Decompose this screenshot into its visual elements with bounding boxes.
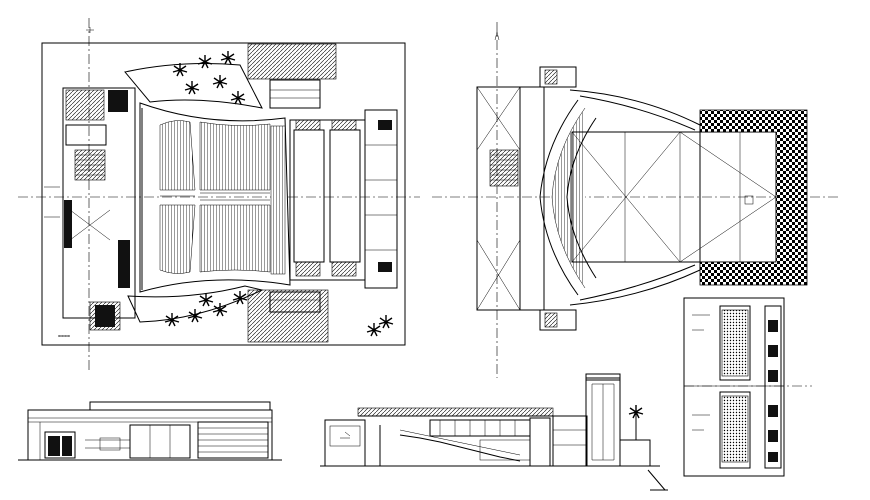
ground-floor-plan: ==== xyxy=(18,18,420,370)
seating-block-4 xyxy=(199,204,271,273)
balcony-outline xyxy=(569,89,701,306)
site-boundary xyxy=(41,42,406,346)
detail-plan xyxy=(683,297,812,477)
roof-truss xyxy=(357,407,554,417)
side-elevation xyxy=(18,401,282,461)
foyer-block xyxy=(476,86,521,311)
fly-tower xyxy=(585,377,621,467)
detail-plan-frame xyxy=(683,297,785,477)
stair-upper xyxy=(489,149,519,187)
landscape-bottom xyxy=(127,285,264,323)
upper-floor-plan xyxy=(432,22,840,378)
landscape-top xyxy=(124,63,263,109)
svg-text:====: ==== xyxy=(58,334,70,340)
raked-seating xyxy=(399,434,521,462)
seating-block-2 xyxy=(159,204,196,274)
seating-block-1 xyxy=(159,120,196,191)
seating-block-3 xyxy=(199,121,271,191)
auditorium-hall xyxy=(139,102,291,293)
paving-top xyxy=(247,43,337,80)
fly-tower-surround xyxy=(699,109,808,286)
longitudinal-section xyxy=(320,373,668,491)
paving-bottom xyxy=(247,289,329,343)
stage xyxy=(289,119,366,281)
backstage xyxy=(364,109,398,289)
